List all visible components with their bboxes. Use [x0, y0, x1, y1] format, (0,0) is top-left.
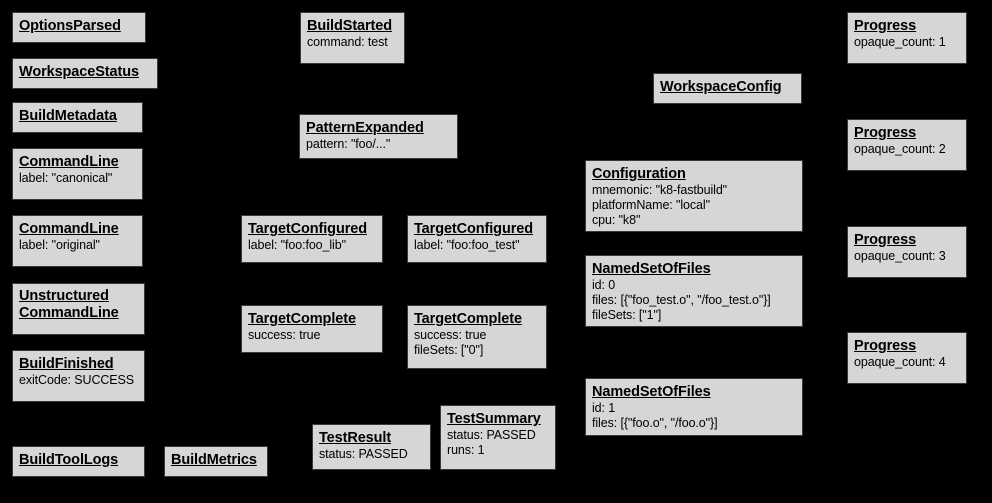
node-title: Progress — [854, 18, 917, 34]
node-fields: label: "original" — [19, 238, 100, 252]
node-fields: opaque_count: 3 — [854, 249, 946, 263]
node-build-tool-logs[interactable]: BuildToolLogs — [12, 446, 145, 477]
node-title: WorkspaceConfig — [660, 79, 782, 95]
node-title: CommandLine — [19, 154, 119, 170]
node-fields: success: true — [248, 328, 321, 342]
node-title: BuildMetrics — [171, 452, 257, 468]
node-title: CommandLine — [19, 221, 119, 237]
node-fields: id: 1 files: [{"foo.o", "/foo.o"}] — [592, 401, 718, 430]
node-title: TestSummary — [447, 411, 541, 427]
node-fields: status: PASSED — [319, 447, 408, 461]
node-fields: opaque_count: 4 — [854, 355, 946, 369]
node-title: Progress — [854, 338, 917, 354]
node-title: BuildFinished — [19, 356, 114, 372]
node-build-metadata[interactable]: BuildMetadata — [12, 102, 143, 133]
node-fields: success: true fileSets: ["0"] — [414, 328, 487, 357]
node-title: BuildStarted — [307, 18, 393, 34]
node-title: TargetConfigured — [248, 221, 367, 237]
node-title: NamedSetOfFiles — [592, 384, 711, 400]
node-title: Progress — [854, 125, 917, 141]
node-title: OptionsParsed — [19, 18, 121, 34]
node-build-metrics[interactable]: BuildMetrics — [164, 446, 268, 477]
node-title: WorkspaceStatus — [19, 64, 139, 80]
node-title: PatternExpanded — [306, 120, 424, 136]
node-unstructured-command-line[interactable]: Unstructured CommandLine — [12, 283, 145, 335]
node-title: TargetConfigured — [414, 221, 533, 237]
node-fields: pattern: "foo/..." — [306, 137, 391, 151]
node-title: BuildMetadata — [19, 108, 117, 124]
node-fields: opaque_count: 2 — [854, 142, 946, 156]
node-title: BuildToolLogs — [19, 452, 119, 468]
node-workspace-config[interactable]: WorkspaceConfig — [653, 73, 802, 104]
node-title: Unstructured CommandLine — [19, 288, 119, 321]
node-fields: command: test — [307, 35, 388, 49]
node-workspace-status[interactable]: WorkspaceStatus — [12, 58, 158, 89]
node-fields: status: PASSED runs: 1 — [447, 428, 536, 457]
node-fields: exitCode: SUCCESS — [19, 373, 135, 387]
node-fields: id: 0 files: [{"foo_test.o", "/foo_test.… — [592, 278, 771, 322]
node-title: NamedSetOfFiles — [592, 261, 711, 277]
node-fields: label: "foo:foo_lib" — [248, 238, 346, 252]
node-fields: label: "canonical" — [19, 171, 113, 185]
node-fields: label: "foo:foo_test" — [414, 238, 520, 252]
node-title: Progress — [854, 232, 917, 248]
node-title: TestResult — [319, 430, 392, 446]
node-title: TargetComplete — [414, 311, 522, 327]
node-fields: opaque_count: 1 — [854, 35, 946, 49]
node-options-parsed[interactable]: OptionsParsed — [12, 12, 146, 43]
node-fields: mnemonic: "k8-fastbuild" platformName: "… — [592, 183, 728, 227]
node-title: Configuration — [592, 166, 686, 182]
node-title: TargetComplete — [248, 311, 356, 327]
